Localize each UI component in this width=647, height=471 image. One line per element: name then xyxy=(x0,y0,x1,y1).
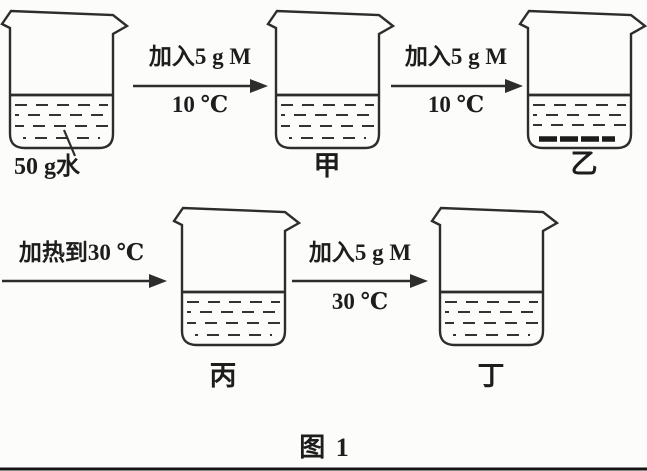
beaker-outline xyxy=(0,9,129,150)
step4-add-label: 加入5 g M xyxy=(308,240,412,265)
beaker-outline xyxy=(430,206,559,347)
arrow-head xyxy=(149,274,167,288)
beaker-outline xyxy=(518,9,647,150)
step2-add-label: 加入5 g M xyxy=(404,44,508,69)
step2-temp-label: 10 ℃ xyxy=(427,92,485,117)
step3-heat-label: 加热到30 ℃ xyxy=(18,240,145,265)
label-50g-water: 50 g水 xyxy=(14,154,80,180)
label-jia: 甲 xyxy=(313,151,341,181)
beaker-water-50g xyxy=(0,9,129,150)
step4-temp-label: 30 ℃ xyxy=(331,289,389,314)
beaker-yi xyxy=(518,9,647,150)
label-bing: 丙 xyxy=(209,361,237,391)
arrow-step-2 xyxy=(391,79,523,93)
arrow-step-3 xyxy=(2,274,167,288)
figure-caption: 图 1 xyxy=(299,433,351,462)
beaker-outline xyxy=(266,9,395,150)
pointer-line xyxy=(62,129,77,157)
arrow-head xyxy=(505,79,523,93)
beaker-ding xyxy=(430,206,559,347)
beaker-bing xyxy=(172,206,301,347)
beaker-outline xyxy=(172,206,301,347)
step1-add-label: 加入5 g M xyxy=(148,44,252,69)
label-yi: 乙 xyxy=(570,149,598,179)
beaker-jia xyxy=(266,9,395,150)
step1-temp-label: 10 ℃ xyxy=(171,92,229,117)
arrow-head xyxy=(410,274,428,288)
arrow-step-1 xyxy=(133,79,268,93)
label-ding: 丁 xyxy=(477,361,505,391)
arrow-head xyxy=(250,79,268,93)
arrow-step-4 xyxy=(292,274,428,288)
